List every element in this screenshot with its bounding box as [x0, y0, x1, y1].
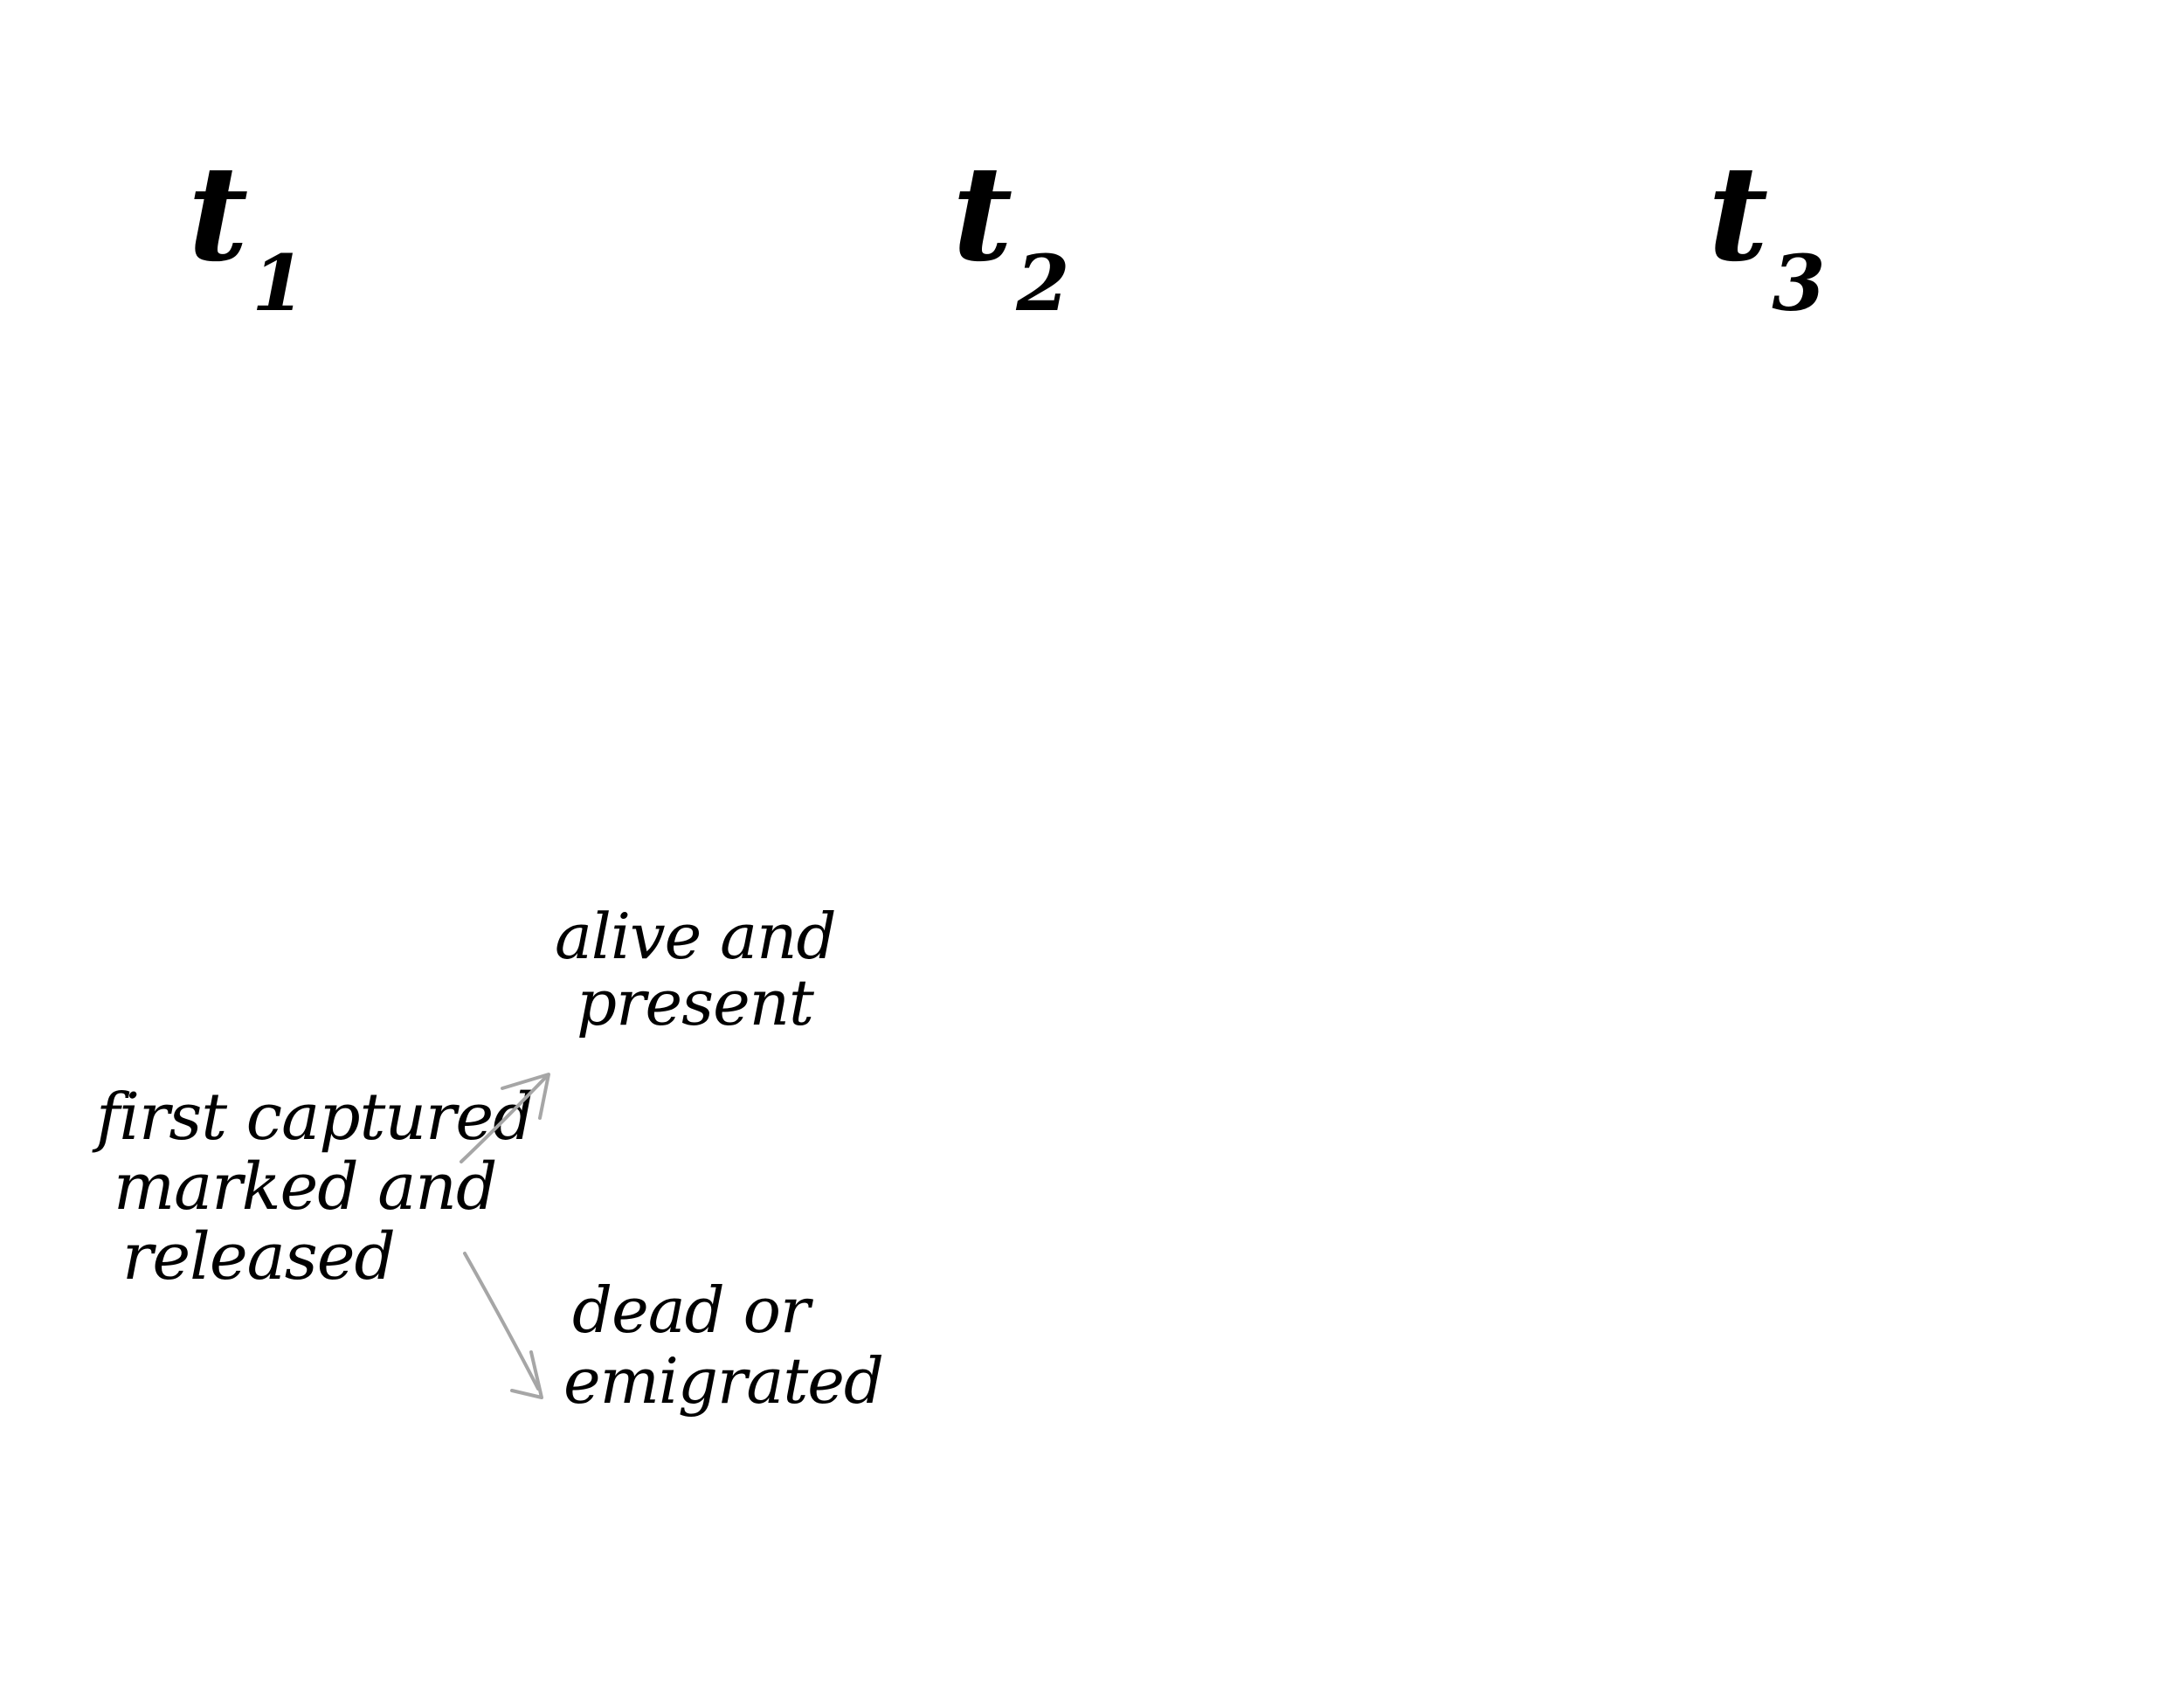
arrow-to-dead-head [510, 1350, 543, 1399]
time-label-base: t [952, 137, 1013, 291]
first-capture-line: released [122, 1218, 396, 1294]
dead-emigrated-line: dead or [572, 1273, 810, 1347]
time-label-base: t [1708, 137, 1769, 291]
alive-present-line: present [577, 965, 814, 1039]
time-label-t1: t1 [188, 148, 306, 321]
first-capture-note: first captured marked and released [96, 1080, 535, 1294]
time-label-t2: t2 [952, 148, 1070, 321]
first-capture-line: first captured [96, 1080, 535, 1155]
alive-present-note: alive and present [555, 900, 837, 1039]
time-label-subscript: 2 [1016, 238, 1070, 328]
alive-present-line: alive and [555, 900, 837, 973]
time-label-subscript: 1 [252, 238, 306, 328]
first-capture-line: marked and [114, 1149, 497, 1225]
time-label-subscript: 3 [1772, 238, 1826, 328]
dead-emigrated-note: dead or emigrated [563, 1273, 884, 1416]
time-label-base: t [188, 137, 249, 291]
time-label-t3: t3 [1708, 148, 1826, 321]
dead-emigrated-line: emigrated [563, 1343, 884, 1418]
